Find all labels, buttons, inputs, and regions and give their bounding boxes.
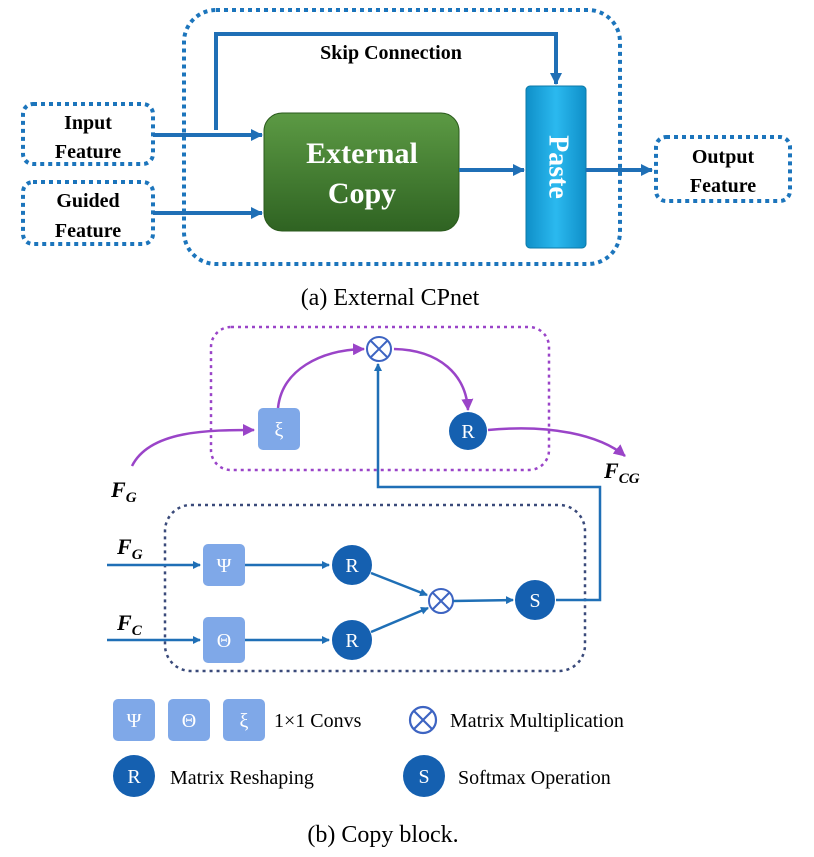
legend-multiply-icon bbox=[408, 705, 438, 735]
legend-softmax-circle bbox=[403, 755, 445, 797]
softmax-circle bbox=[515, 580, 555, 620]
skip-connection-line bbox=[214, 32, 562, 130]
psi-reshape-circle bbox=[332, 545, 372, 585]
external-cpnet-diagram: Skip Connection Input Feature Guided Fea… bbox=[21, 8, 792, 311]
legend-mult-label: Matrix Multiplication bbox=[450, 710, 624, 732]
middle-multiply-icon bbox=[428, 588, 454, 614]
top-reshape-circle bbox=[449, 412, 487, 450]
guided-feature-label-2: Feature bbox=[55, 220, 121, 242]
legend-psi-symbol: Ψ bbox=[127, 710, 142, 732]
legend-conv-label: 1×1 Convs bbox=[274, 710, 362, 732]
guided-feature-label-1: Guided bbox=[56, 190, 119, 212]
r-to-fcg-curve bbox=[487, 427, 626, 457]
top-reshape-symbol: R bbox=[461, 421, 475, 443]
top-multiply-icon bbox=[366, 336, 392, 362]
softmax-feedback-line bbox=[374, 363, 602, 602]
legend-psi-box bbox=[113, 699, 155, 741]
xi-to-mult-curve bbox=[276, 343, 365, 409]
mult-to-softmax-arrow bbox=[452, 596, 514, 605]
legend-softmax-symbol: S bbox=[418, 766, 429, 788]
external-copy-label-1: External bbox=[306, 137, 418, 170]
fc-left-label: FC bbox=[116, 610, 143, 639]
external-copy-label-2: Copy bbox=[328, 177, 396, 210]
legend-xi-symbol: ξ bbox=[240, 710, 249, 732]
skip-connection-label: Skip Connection bbox=[320, 42, 462, 64]
attention-container bbox=[209, 325, 551, 472]
xi-conv-symbol: ξ bbox=[275, 419, 284, 441]
psi-conv-symbol: Ψ bbox=[217, 555, 232, 577]
theta-conv-box bbox=[203, 617, 245, 663]
legend: Ψ Θ ξ 1×1 Convs Matrix Multiplication R … bbox=[113, 699, 624, 797]
copy-block-diagram-b: ξ R FG FCG FG Ψ R bbox=[107, 325, 640, 673]
legend-reshape-symbol: R bbox=[127, 766, 141, 788]
xi-conv-box bbox=[258, 408, 300, 450]
fg-left-label: FG bbox=[116, 534, 143, 563]
fg-to-xi-curve bbox=[130, 424, 255, 467]
caption-b: (b) Copy block. bbox=[307, 822, 458, 848]
output-feature-box bbox=[654, 135, 792, 203]
legend-xi-box bbox=[223, 699, 265, 741]
similarity-container bbox=[163, 503, 587, 673]
psi-reshape-symbol: R bbox=[345, 555, 359, 577]
fg-top-label: FG bbox=[110, 477, 137, 506]
legend-reshape-label: Matrix Reshaping bbox=[170, 767, 314, 789]
legend-theta-symbol: Θ bbox=[182, 710, 196, 732]
psi-conv-box bbox=[203, 544, 245, 586]
mult-to-r-curve bbox=[393, 347, 474, 411]
input-feature-label-2: Feature bbox=[55, 141, 121, 163]
paste-box bbox=[525, 85, 587, 249]
external-copy-box bbox=[263, 112, 460, 232]
legend-reshape-circle bbox=[113, 755, 155, 797]
theta-conv-symbol: Θ bbox=[217, 630, 231, 652]
r1-to-mult-arrow bbox=[370, 571, 428, 597]
r2-to-mult-arrow bbox=[370, 606, 429, 634]
caption-a: (a) External CPnet bbox=[301, 285, 480, 311]
output-feature-label-1: Output bbox=[692, 146, 755, 168]
fcg-label: FCG bbox=[603, 458, 640, 487]
legend-softmax-label: Softmax Operation bbox=[458, 767, 611, 789]
theta-reshape-circle bbox=[332, 620, 372, 660]
softmax-symbol: S bbox=[529, 590, 540, 612]
theta-reshape-symbol: R bbox=[345, 630, 359, 652]
legend-theta-box bbox=[168, 699, 210, 741]
paste-label: Paste bbox=[543, 135, 574, 199]
input-feature-label-1: Input bbox=[64, 112, 112, 134]
output-feature-label-2: Feature bbox=[690, 175, 756, 197]
